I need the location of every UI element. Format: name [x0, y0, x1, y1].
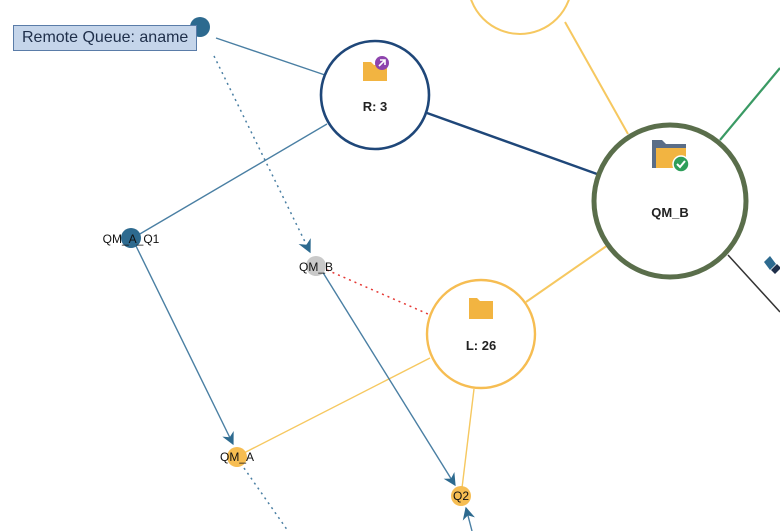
local-group-label: L: 26: [466, 338, 496, 353]
qm-a-q1-label: QM_A_Q1: [103, 232, 160, 246]
edge-local-qm-b[interactable]: [525, 244, 609, 303]
qm-a-q1-node[interactable]: QM_A_Q1: [103, 228, 160, 248]
qm-a-label: QM_A: [220, 450, 254, 464]
folder-icon: [469, 298, 493, 319]
folder-remote-icon: [363, 56, 389, 81]
edge-qm-a-q1-qm-a[interactable]: [135, 245, 234, 446]
edge-local-q2[interactable]: [461, 388, 475, 489]
remote-group-label: R: 3: [363, 99, 388, 114]
edge-qm-a-down-dotted[interactable]: [243, 467, 289, 531]
edges: [132, 21, 780, 531]
q2-label: Q2: [453, 489, 469, 503]
qm-b-small-label: QM_B: [299, 260, 333, 274]
qm-b-label: QM_B: [651, 205, 689, 220]
local-group-node[interactable]: L: 26: [425, 278, 537, 390]
edge-local-qm-a[interactable]: [239, 357, 431, 456]
edge-remote-qm-a-q1[interactable]: [132, 123, 328, 239]
remote-queue-tooltip: Remote Queue: aname: [13, 25, 198, 51]
folder-check-icon: [652, 140, 690, 173]
edge-tooltip-remote[interactable]: [215, 37, 326, 76]
edge-qm-b-green[interactable]: [719, 67, 780, 141]
qm-b-small-node[interactable]: QM_B: [299, 256, 333, 276]
remote-group-node[interactable]: R: 3: [319, 39, 431, 151]
edge-top-node-qm-b[interactable]: [564, 21, 629, 135]
edge-bottom-q2[interactable]: [462, 506, 475, 531]
edge-qm-b-small-q2[interactable]: [321, 270, 456, 487]
q2-node[interactable]: Q2: [451, 486, 471, 506]
edge-qm-b-small-local-dotted[interactable]: [326, 269, 429, 315]
qm-a-node[interactable]: QM_A: [220, 447, 254, 467]
edge-qm-b-dark[interactable]: [727, 254, 780, 313]
partial-gear-icon: [764, 256, 780, 274]
qm-b-node[interactable]: QM_B: [591, 122, 749, 280]
edge-tooltip-qm-b-dotted[interactable]: [213, 55, 311, 254]
edge-remote-qm-b[interactable]: [426, 111, 598, 176]
partial-top-node[interactable]: [468, 0, 572, 35]
